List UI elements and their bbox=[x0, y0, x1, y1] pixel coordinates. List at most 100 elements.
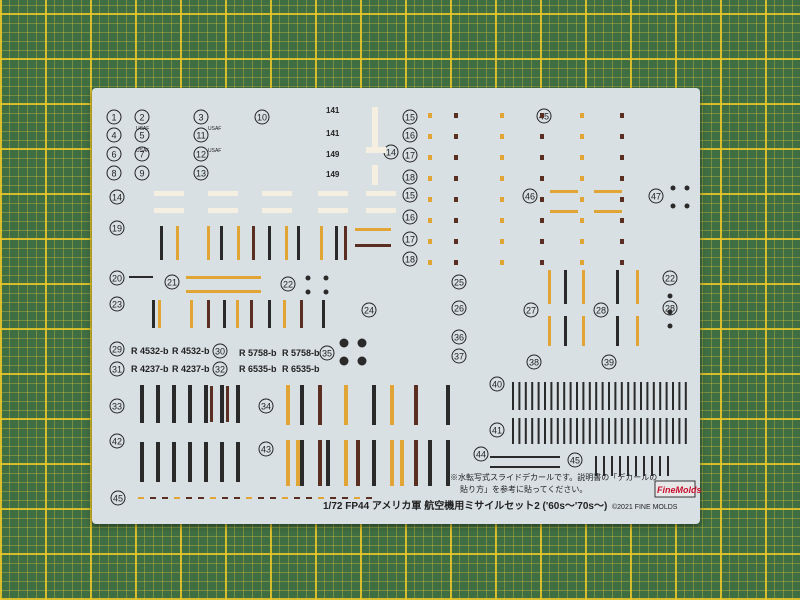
vertical-stripe bbox=[210, 386, 213, 422]
dot-marking bbox=[357, 356, 367, 366]
small-dash bbox=[234, 497, 240, 499]
circled-number: 43 bbox=[258, 441, 274, 457]
number-ring bbox=[523, 302, 539, 318]
thin-line bbox=[576, 418, 578, 444]
black-bar bbox=[204, 442, 208, 482]
small-marker bbox=[580, 239, 584, 244]
vertical-stripe bbox=[372, 385, 376, 425]
black-bar bbox=[140, 385, 144, 423]
thin-line bbox=[524, 418, 527, 444]
circled-number: 1 bbox=[106, 109, 122, 125]
thin-line bbox=[665, 418, 668, 444]
small-marker bbox=[540, 113, 544, 118]
thin-line bbox=[544, 418, 546, 444]
number-ring bbox=[134, 109, 150, 125]
number-ring bbox=[662, 270, 678, 286]
number-ring bbox=[106, 146, 122, 162]
dot-marking bbox=[667, 309, 673, 315]
number-ring bbox=[451, 300, 467, 316]
number-label: 22 bbox=[283, 280, 293, 290]
black-bar bbox=[188, 442, 192, 482]
thin-line bbox=[652, 382, 655, 410]
circled-number: 45 bbox=[110, 490, 126, 506]
thin-line bbox=[667, 456, 669, 476]
circled-number: 15 bbox=[402, 187, 418, 203]
thin-line bbox=[603, 456, 605, 476]
thin-line bbox=[659, 382, 662, 410]
number-ring bbox=[109, 270, 125, 286]
thin-line bbox=[659, 418, 662, 444]
number-label: 16 bbox=[405, 131, 415, 141]
serial-mark: R 4237-b bbox=[131, 364, 169, 374]
thin-line bbox=[569, 418, 572, 444]
number-label: 8 bbox=[111, 169, 116, 179]
circled-number: 15 bbox=[402, 109, 418, 125]
horizontal-stripe bbox=[550, 210, 578, 213]
serial-mark: R 4532-b bbox=[131, 346, 169, 356]
number-ring bbox=[526, 354, 542, 370]
thin-line bbox=[619, 456, 621, 476]
thin-line bbox=[659, 456, 661, 476]
circled-number: 7 bbox=[134, 146, 150, 162]
finemolds-logo: FineMolds bbox=[657, 485, 702, 495]
number-label: 29 bbox=[112, 345, 122, 355]
dot-marking bbox=[684, 203, 690, 209]
circled-number: 18 bbox=[402, 251, 418, 267]
thin-line bbox=[544, 382, 546, 410]
small-marker bbox=[540, 239, 544, 244]
thin-line bbox=[678, 382, 681, 410]
small-marker bbox=[500, 134, 504, 139]
number-label: 23 bbox=[112, 300, 122, 310]
number-label: 44 bbox=[476, 450, 486, 460]
number-ring bbox=[109, 361, 125, 377]
vertical-stripe bbox=[414, 385, 418, 425]
number-label: 31 bbox=[112, 365, 122, 375]
small-marker bbox=[428, 218, 432, 223]
horizontal-stripe bbox=[490, 466, 560, 468]
small-dash bbox=[366, 497, 372, 499]
thin-line bbox=[550, 382, 553, 410]
number-ring bbox=[134, 127, 150, 143]
number-label: 34 bbox=[261, 402, 271, 412]
black-bar bbox=[236, 442, 240, 482]
vertical-stripe bbox=[564, 316, 567, 346]
circled-number: 14 bbox=[383, 144, 399, 160]
note-line-2: 貼り方」を参考に貼ってください。 bbox=[460, 484, 587, 494]
number-label: 26 bbox=[454, 304, 464, 314]
vertical-stripe bbox=[300, 440, 304, 486]
vertical-stripe bbox=[548, 270, 551, 304]
number-label: 5 bbox=[139, 131, 144, 141]
thin-line bbox=[569, 382, 572, 410]
thin-line bbox=[620, 382, 623, 410]
thin-line bbox=[588, 418, 591, 444]
small-marker bbox=[500, 218, 504, 223]
thin-line bbox=[640, 418, 642, 444]
small-dash bbox=[210, 497, 216, 499]
small-marker bbox=[540, 134, 544, 139]
number-ring bbox=[402, 187, 418, 203]
vertical-stripe bbox=[372, 440, 376, 486]
thin-line bbox=[518, 382, 521, 410]
vertical-stripe bbox=[226, 386, 229, 422]
small-dash bbox=[186, 497, 192, 499]
number-ring bbox=[451, 274, 467, 290]
small-marker bbox=[540, 218, 544, 223]
number-ring bbox=[593, 302, 609, 318]
number-ring bbox=[489, 422, 505, 438]
circled-number: 38 bbox=[526, 354, 542, 370]
cream-stripe bbox=[366, 208, 396, 213]
small-dash bbox=[162, 497, 168, 499]
thin-line bbox=[646, 382, 649, 410]
small-marker bbox=[620, 176, 624, 181]
small-dash bbox=[354, 497, 360, 499]
number-ring bbox=[110, 490, 126, 506]
vertical-stripe bbox=[300, 300, 303, 328]
number-label: 4 bbox=[111, 131, 116, 141]
vertical-stripe bbox=[616, 316, 619, 346]
circled-number: 16 bbox=[402, 209, 418, 225]
circled-number: 33 bbox=[109, 398, 125, 414]
thin-line bbox=[518, 418, 521, 444]
number-ring bbox=[258, 398, 274, 414]
thin-line bbox=[643, 456, 645, 476]
